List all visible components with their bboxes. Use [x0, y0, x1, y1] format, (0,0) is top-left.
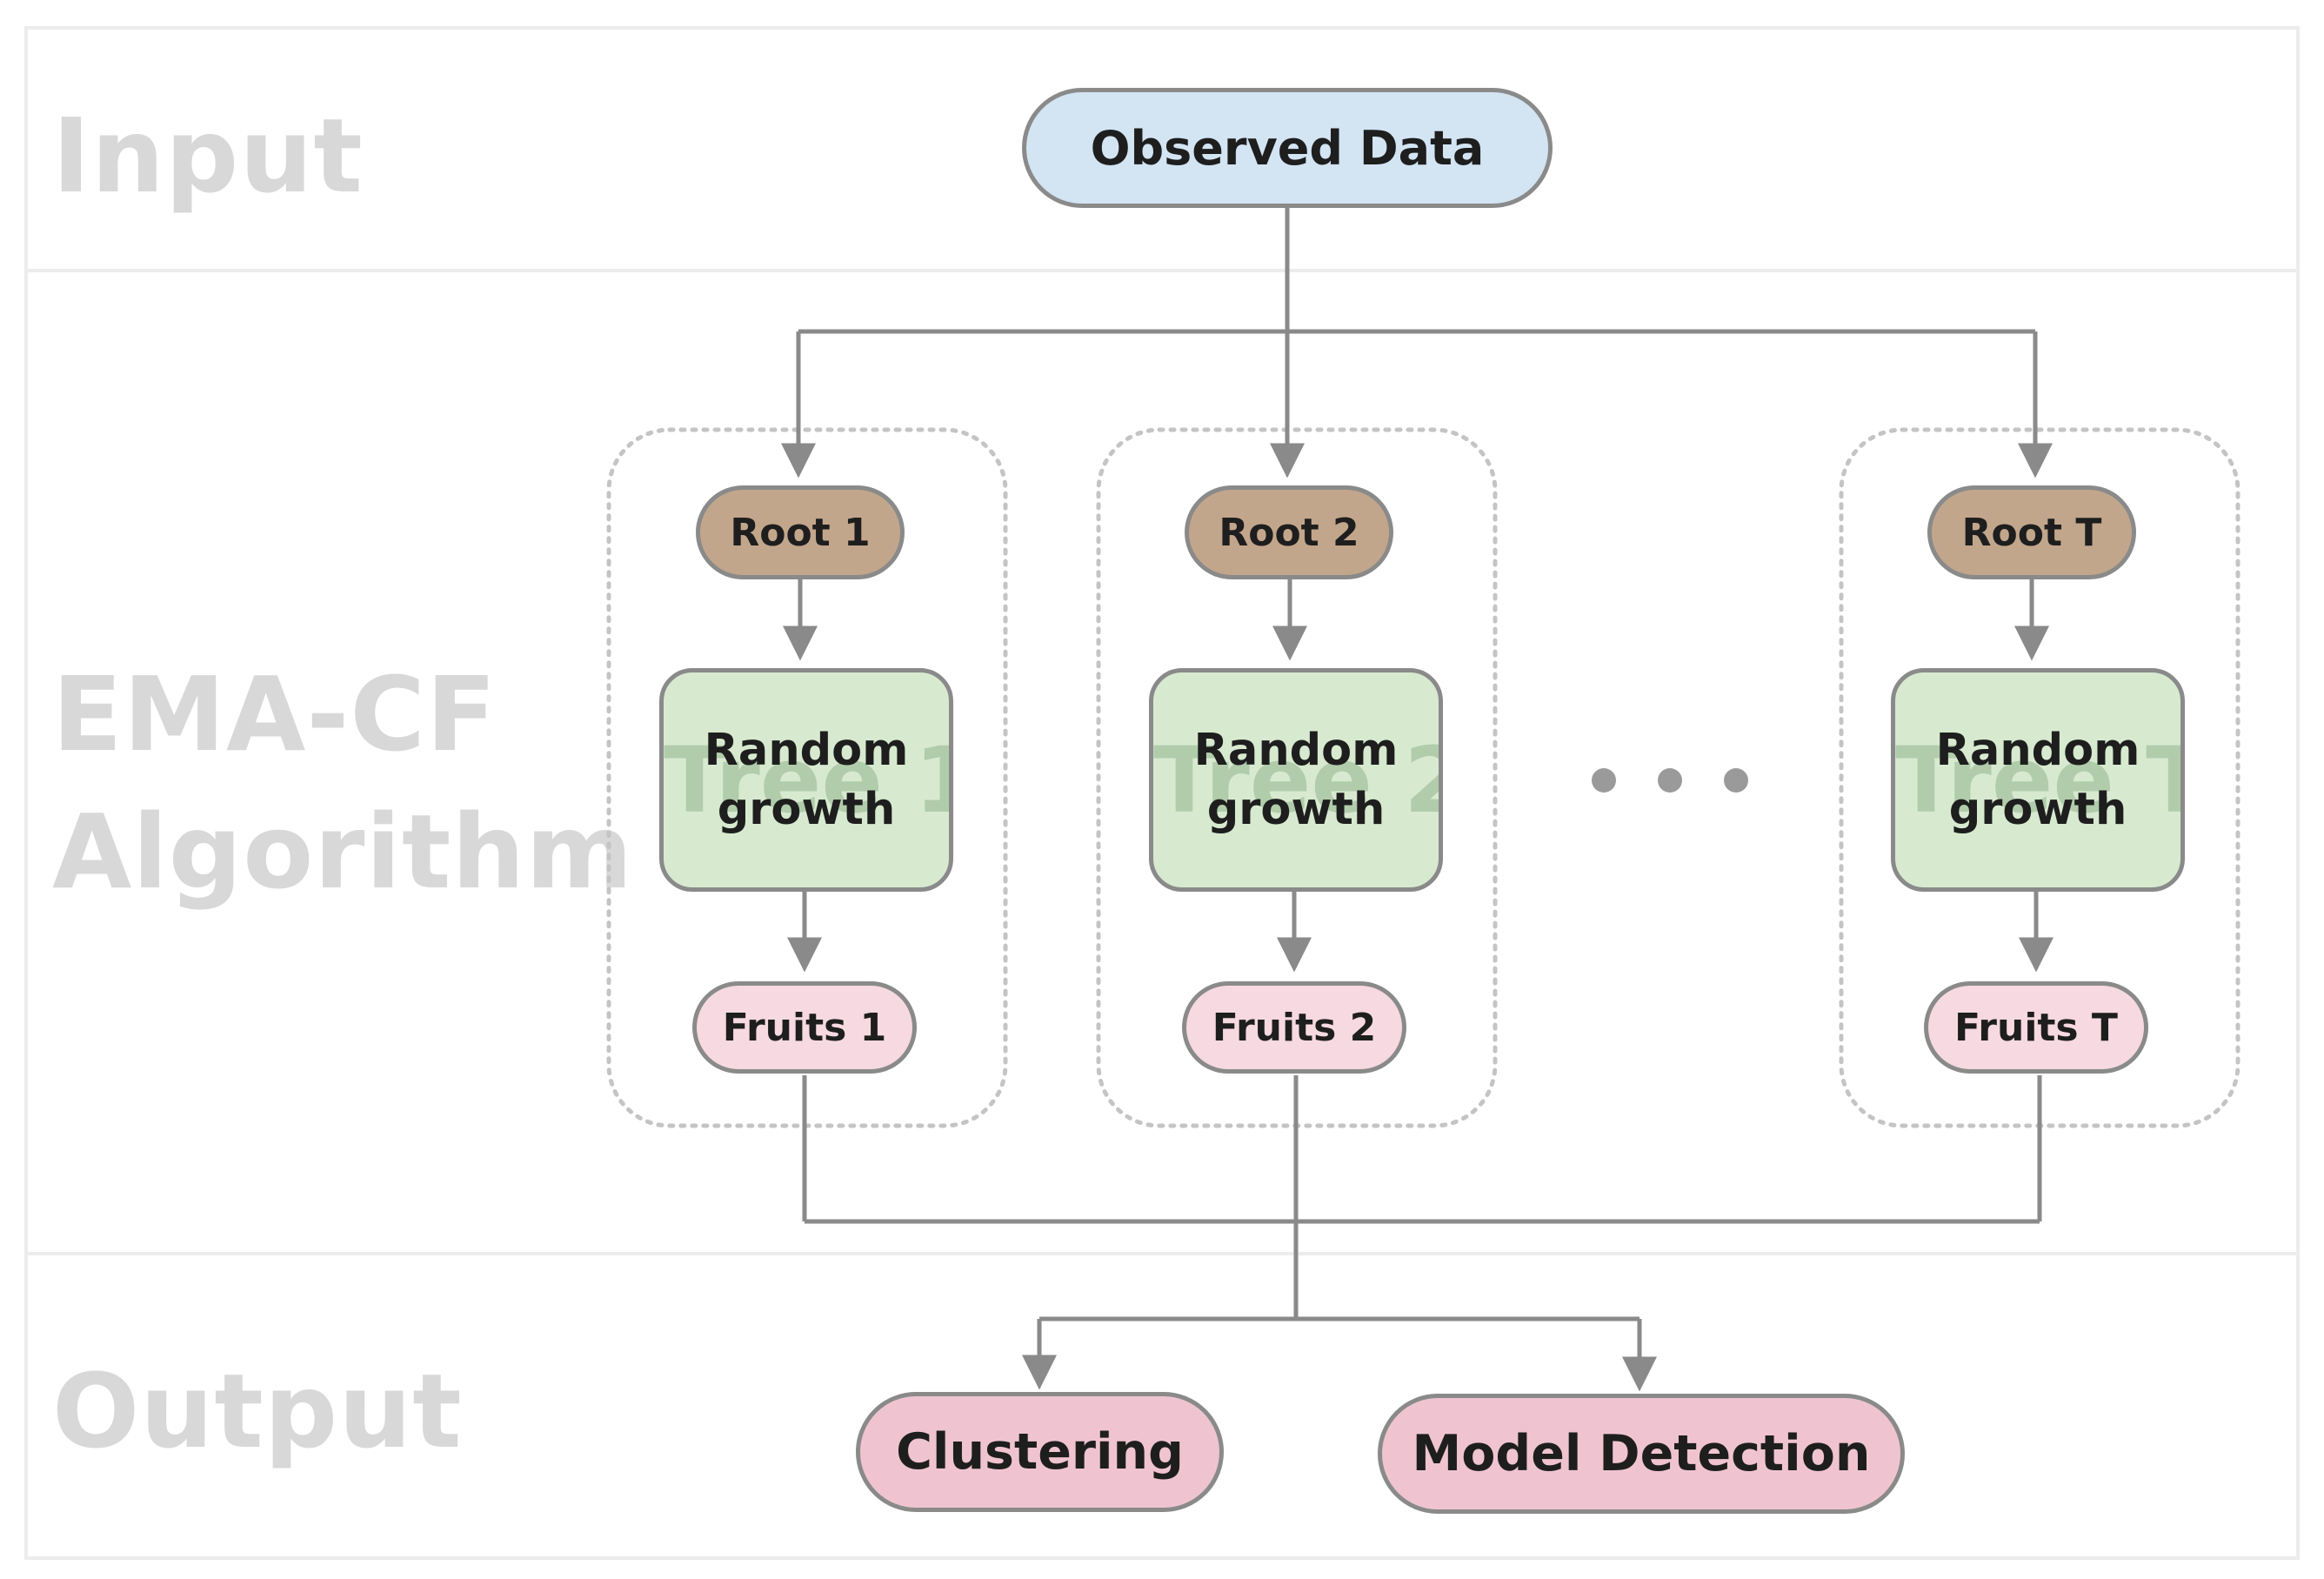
- observed-data-node: Observed Data: [1022, 88, 1553, 208]
- ellipsis-dot: [1658, 768, 1682, 793]
- growth-text-1: Random growth: [704, 724, 909, 835]
- section-label-input: Input: [52, 96, 364, 216]
- root-node-t: Root T: [1927, 485, 2136, 579]
- growth-text-2: Random growth: [1193, 724, 1399, 835]
- growth-text-t: Random growth: [1935, 724, 2140, 835]
- growth-node-2: Tree 2 Random growth: [1149, 668, 1443, 892]
- section-label-algorithm: EMA-CF Algorithm: [52, 654, 634, 912]
- ellipsis-more-trees: [1592, 761, 1748, 800]
- model-detection-node: Model Detection: [1378, 1394, 1905, 1514]
- fruits-node-1: Fruits 1: [692, 981, 917, 1074]
- clustering-node: Clustering: [856, 1392, 1224, 1512]
- fruits-node-t: Fruits T: [1924, 981, 2148, 1074]
- fruits-node-2: Fruits 2: [1182, 981, 1406, 1074]
- section-label-output: Output: [52, 1351, 463, 1471]
- ellipsis-dot: [1724, 768, 1748, 793]
- ellipsis-dot: [1592, 768, 1616, 793]
- root-node-2: Root 2: [1185, 485, 1393, 579]
- tree-container-1: [606, 427, 1008, 1128]
- root-node-1: Root 1: [696, 485, 905, 579]
- growth-node-t: Tree T Random growth: [1891, 668, 2185, 892]
- growth-node-1: Tree 1 Random growth: [659, 668, 953, 892]
